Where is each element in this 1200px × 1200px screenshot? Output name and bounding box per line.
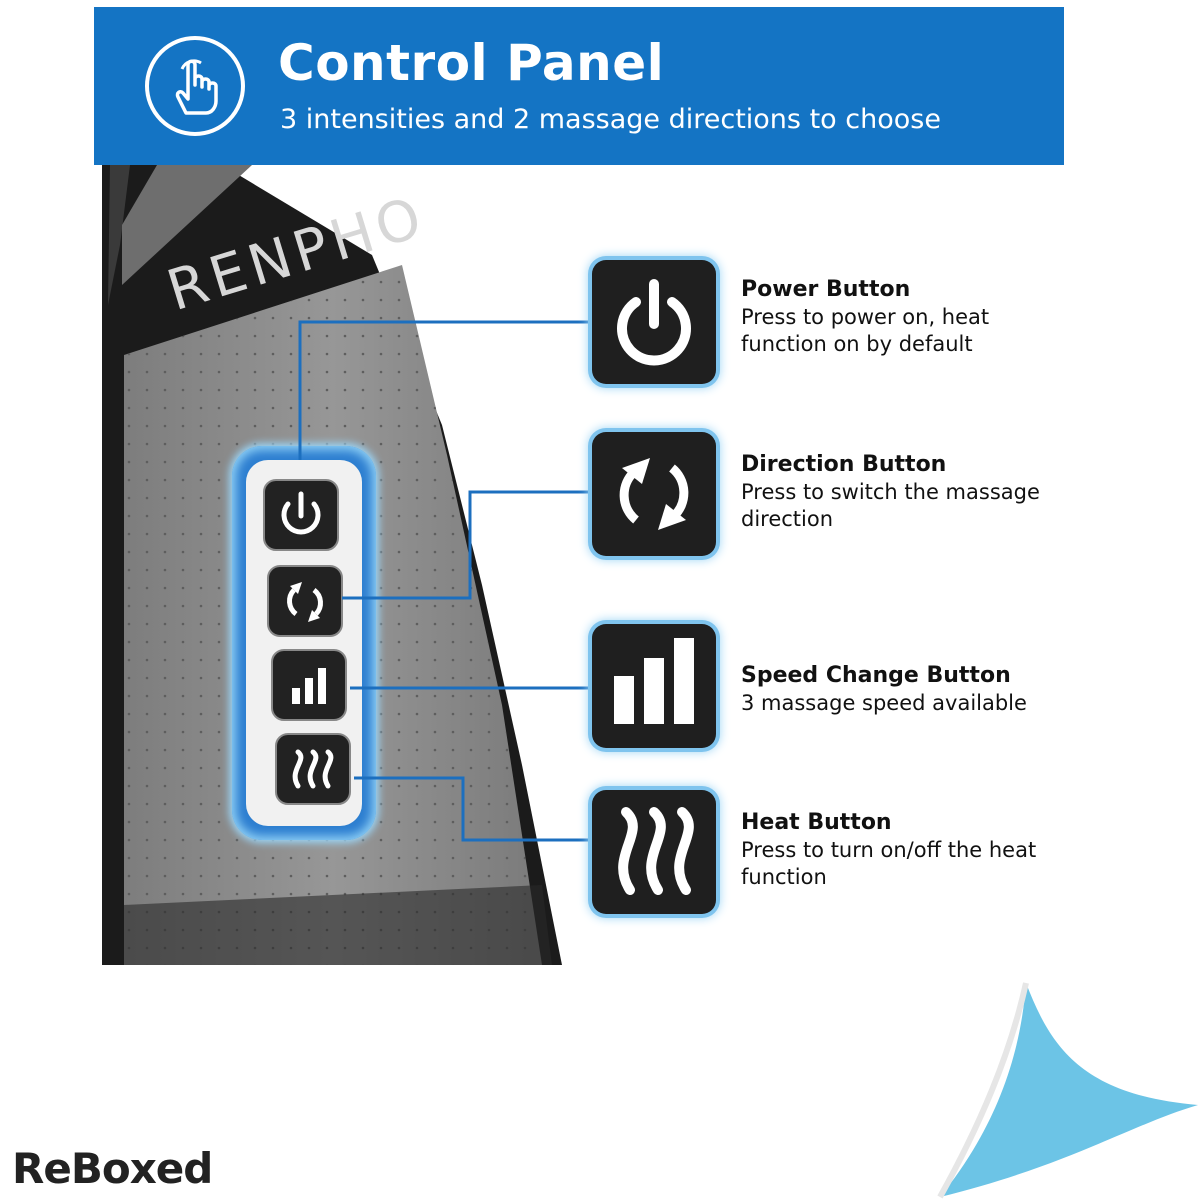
strip-direction-button[interactable] <box>266 562 346 642</box>
feature-description: Press to switch the massage direction <box>741 480 1040 531</box>
feature-title: Power Button <box>741 277 911 302</box>
touch-hand-icon <box>145 36 245 136</box>
page-title: Control Panel <box>278 34 665 92</box>
speed-icon-tile <box>592 624 716 748</box>
feature-direction: Direction Button Press to switch the mas… <box>741 451 1071 533</box>
power-icon <box>617 279 691 366</box>
heat-icon-tile <box>592 790 716 914</box>
page-curl-decoration <box>930 975 1200 1200</box>
feature-description: Press to power on, heat function on by d… <box>741 305 990 356</box>
feature-speed: Speed Change Button 3 massage speed avai… <box>741 662 1071 717</box>
feature-title: Heat Button <box>741 810 892 835</box>
strip-heat-button[interactable] <box>274 730 354 810</box>
rotate-arrows-icon <box>619 458 689 530</box>
feature-description: 3 massage speed available <box>741 691 1027 715</box>
signal-bars-icon <box>614 638 694 724</box>
feature-description: Press to turn on/off the heat function <box>741 838 1037 889</box>
feature-title: Direction Button <box>741 452 947 477</box>
feature-power: Power Button Press to power on, heat fun… <box>741 276 1071 358</box>
header-banner <box>94 7 1064 165</box>
feature-heat: Heat Button Press to turn on/off the hea… <box>741 809 1071 891</box>
page-subtitle: 3 intensities and 2 massage directions t… <box>280 104 941 135</box>
strip-power-button[interactable] <box>262 476 342 556</box>
feature-title: Speed Change Button <box>741 663 1011 688</box>
reboxed-logo: ReBoxed <box>12 1144 213 1193</box>
direction-icon-tile <box>592 432 716 556</box>
heat-waves-icon <box>618 807 694 895</box>
strip-speed-button[interactable] <box>270 646 350 726</box>
power-icon-tile <box>592 260 716 384</box>
